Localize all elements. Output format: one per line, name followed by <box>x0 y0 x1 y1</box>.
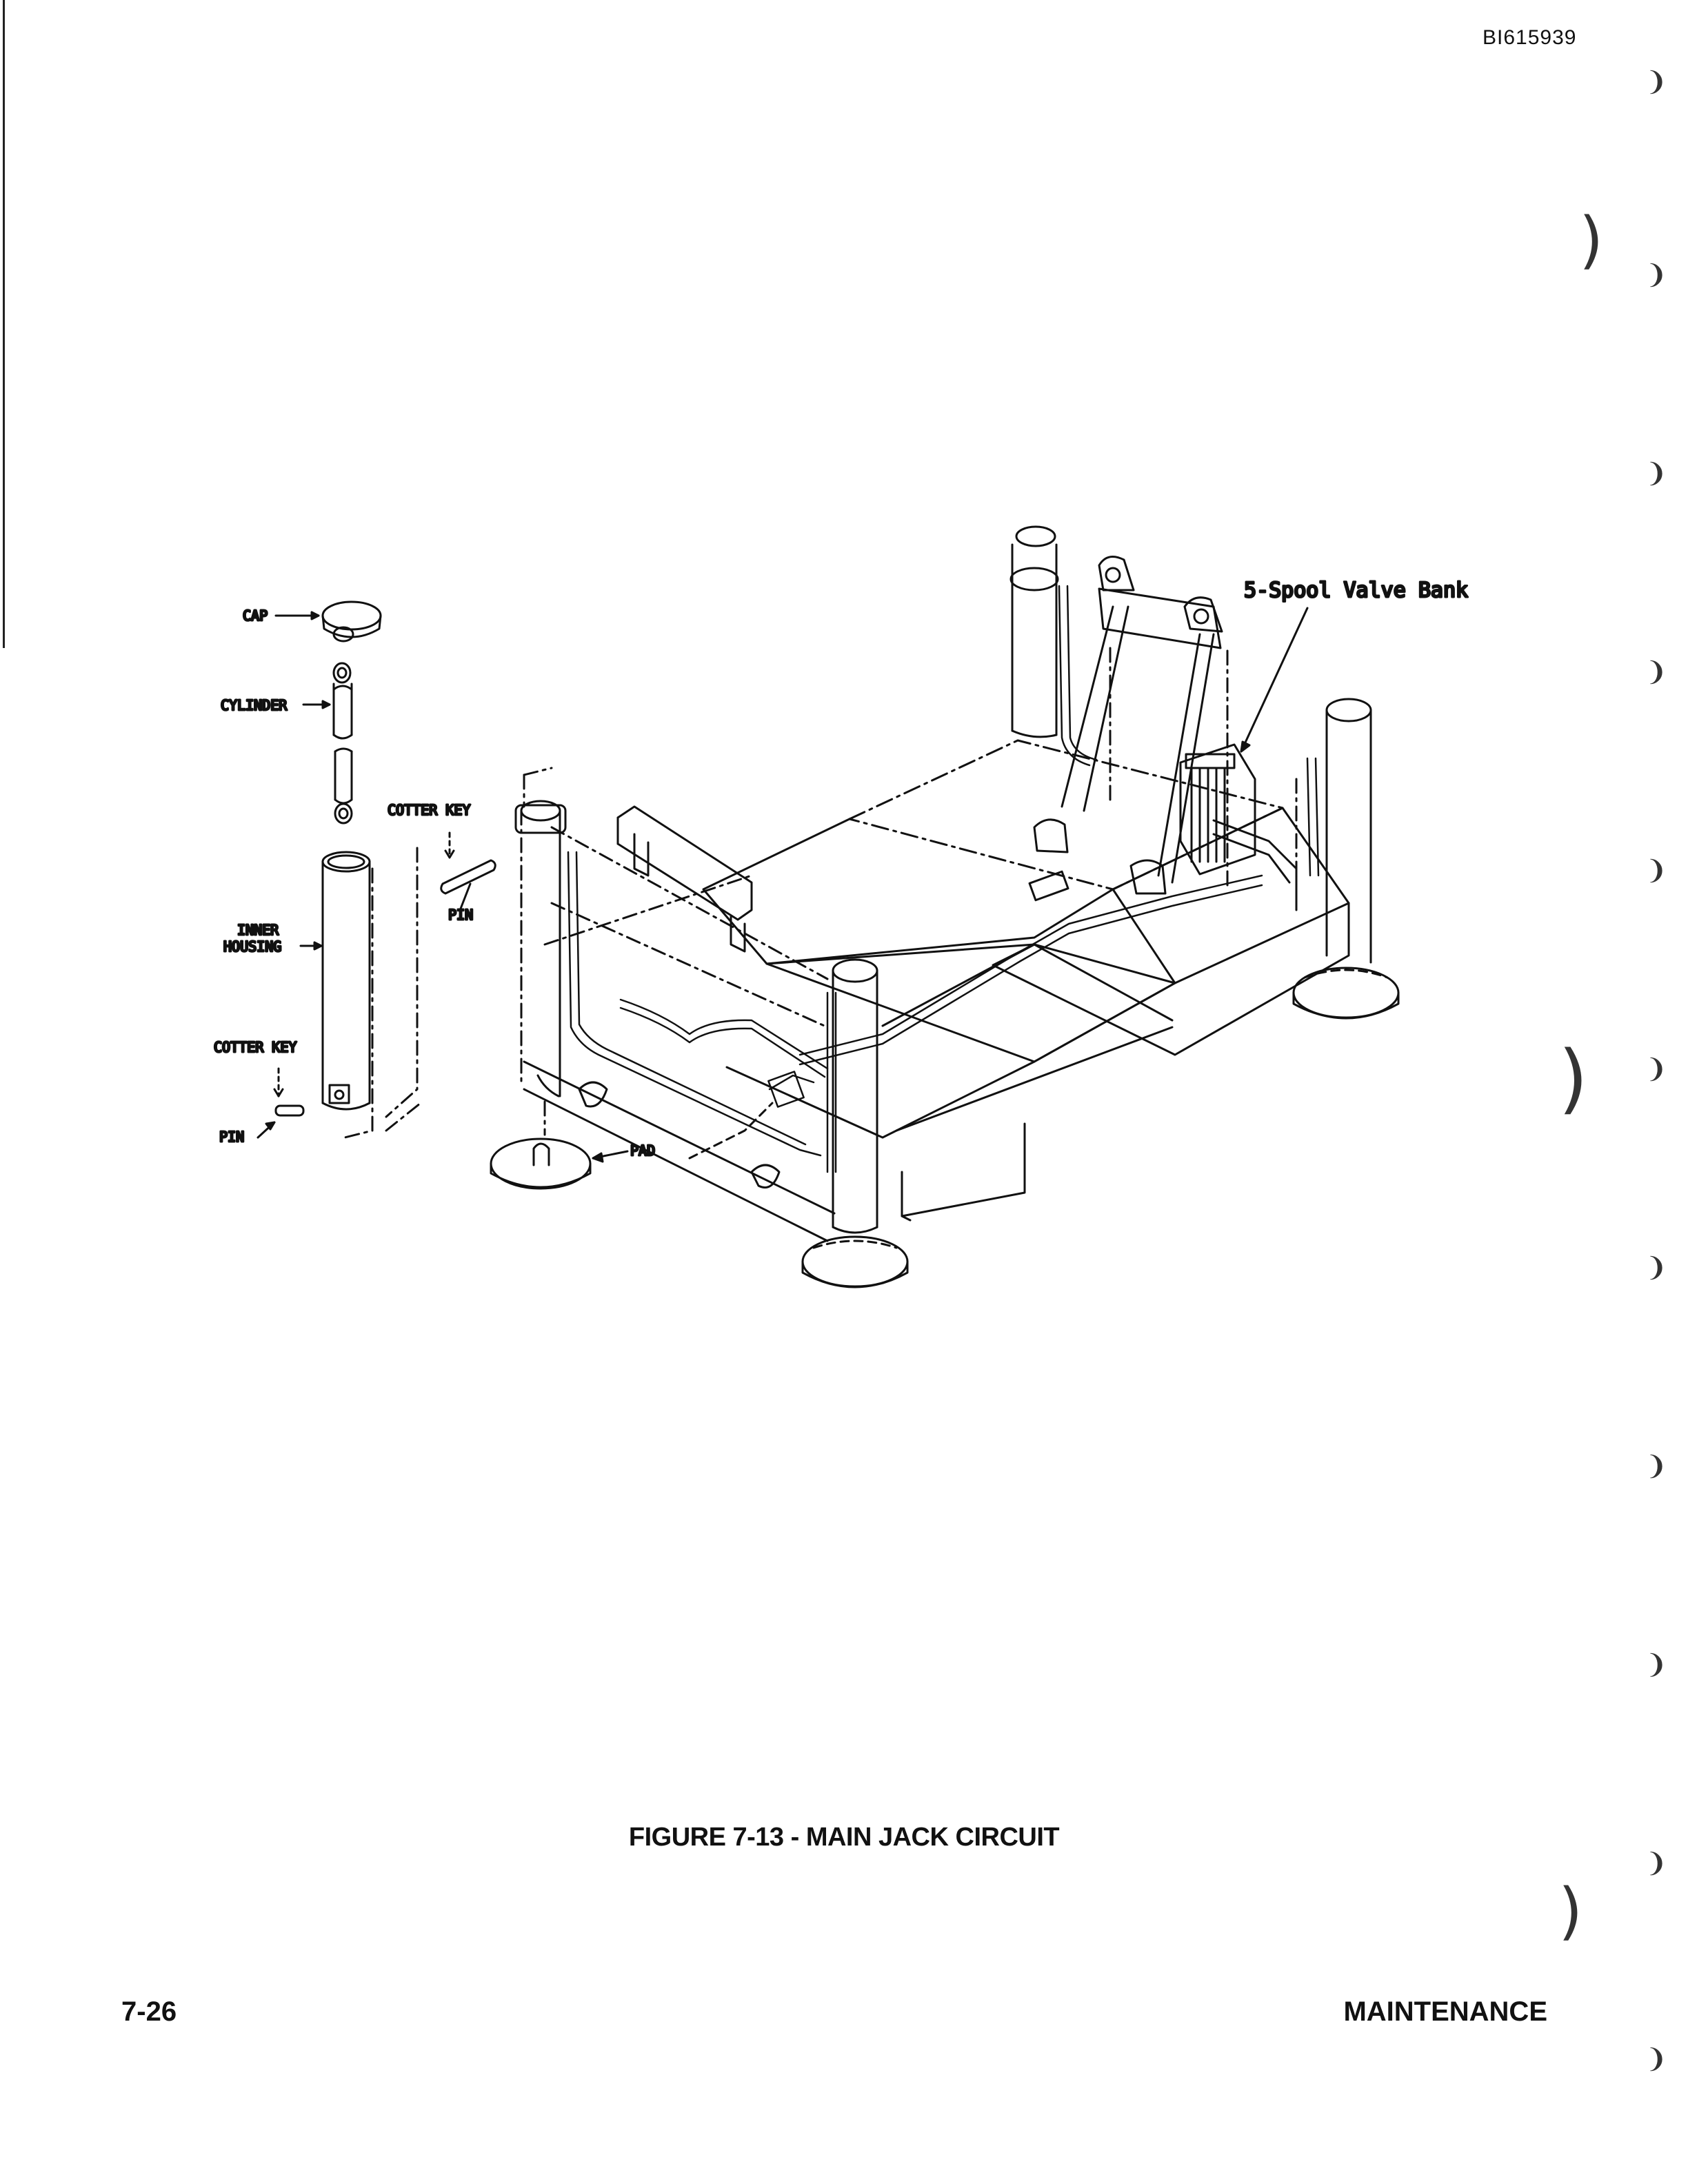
document-id: BI615939 <box>1483 26 1577 49</box>
front-middle-post <box>801 958 909 1288</box>
binder-hole-mark: ❩ <box>1645 2043 1667 2074</box>
label-valve-bank: 5-Spool Valve Bank <box>1244 578 1468 603</box>
inner-housing-part <box>299 851 371 1111</box>
binder-arc-mark: ) <box>1558 1034 1588 1122</box>
binder-hole-mark: ❩ <box>1645 1053 1667 1084</box>
binder-arc-mark: ) <box>1558 1875 1583 1948</box>
binder-hole-mark: ❩ <box>1645 458 1667 488</box>
back-a-frame <box>1033 556 1229 895</box>
binder-hole-mark: ❩ <box>1645 1649 1667 1679</box>
binding-edge-rule <box>3 0 5 648</box>
section-name: MAINTENANCE <box>1343 1996 1547 2027</box>
label-cotter-key-top: COTTER KEY <box>388 802 470 818</box>
binder-arc-mark: ) <box>1579 204 1604 276</box>
page-number: 7-26 <box>121 1996 177 2027</box>
main-frame <box>514 525 1400 1288</box>
label-pin-bottom: PIN <box>219 1129 244 1145</box>
label-cap: CAP <box>243 607 268 624</box>
binder-hole-mark: ❩ <box>1645 1252 1667 1282</box>
binder-hole-mark: ❩ <box>1645 656 1667 687</box>
pad-part <box>490 1100 629 1190</box>
back-left-post <box>1009 525 1059 738</box>
bottom-rail <box>523 1060 836 1242</box>
exploded-jack-assembly <box>257 600 496 1139</box>
front-left-post <box>514 767 567 1098</box>
label-pad: PAD <box>630 1142 655 1159</box>
hydraulic-lines <box>567 585 1320 1173</box>
top-pin-set <box>440 831 496 910</box>
valve-bank-assembly <box>1179 743 1298 911</box>
binder-hole-mark: ❩ <box>1645 1848 1667 1878</box>
label-inner-housing-line2: HOUSING <box>223 938 281 955</box>
label-inner-housing-line1: INNER <box>237 922 279 938</box>
bottom-pin-set <box>257 1067 305 1139</box>
cap-part <box>274 600 382 643</box>
label-cotter-key-bottom: COTTER KEY <box>214 1039 297 1055</box>
label-pin-top: PIN <box>448 907 473 923</box>
back-right-post <box>1292 698 1400 1020</box>
binder-hole-mark: ❩ <box>1645 1450 1667 1481</box>
label-cylinder: CYLINDER <box>221 697 288 714</box>
front-beam <box>543 805 829 1029</box>
valve-bank-leader <box>1240 607 1309 753</box>
binder-hole-mark: ❩ <box>1645 259 1667 290</box>
figure-caption: FIGURE 7-13 - MAIN JACK CIRCUIT <box>628 1823 1060 1852</box>
binder-hole-mark: ❩ <box>1645 855 1667 885</box>
binder-hole-mark: ❩ <box>1645 66 1667 97</box>
cylinder-part <box>302 662 353 825</box>
